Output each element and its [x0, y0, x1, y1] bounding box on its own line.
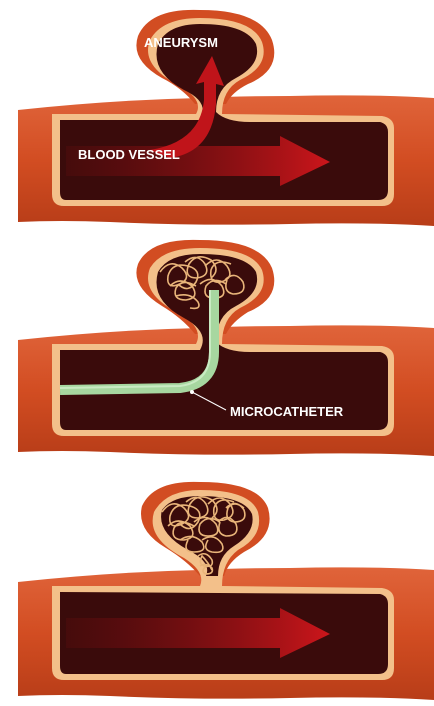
microcatheter-pointer-dot	[190, 390, 194, 394]
panel-3-coiled	[18, 482, 434, 700]
panel-1-aneurysm: ANEURYSM BLOOD VESSEL	[18, 10, 434, 226]
blood-vessel-label: BLOOD VESSEL	[78, 147, 180, 162]
aneurysm-label: ANEURYSM	[144, 35, 218, 50]
panel-2-coiling: MICROCATHETER	[18, 240, 434, 456]
microcatheter-label: MICROCATHETER	[230, 404, 344, 419]
